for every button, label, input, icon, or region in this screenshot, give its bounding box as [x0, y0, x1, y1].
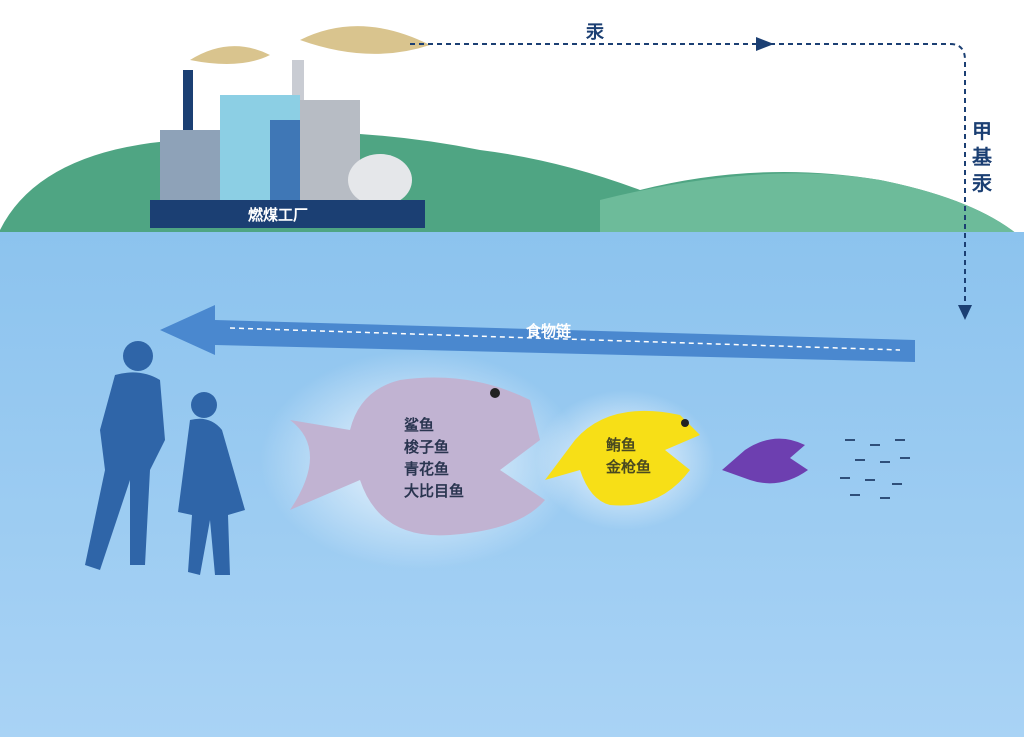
fish-name: 鲔鱼 [606, 436, 637, 454]
mercury-label: 汞 [586, 22, 604, 43]
plankton [840, 439, 910, 499]
small-fish [722, 438, 808, 484]
medium-fish-list: 鲔鱼 金枪鱼 [606, 434, 651, 478]
arrowhead-down-icon [958, 305, 972, 320]
food-chain-arrow [160, 305, 915, 362]
medium-fish [545, 410, 700, 506]
arrowhead-right-icon [756, 37, 774, 51]
methylmercury-label: 甲基汞 [972, 119, 992, 195]
dashed-mercury-path [410, 43, 966, 310]
food-chain-label: 食物链 [526, 322, 572, 340]
fish-name: 金枪鱼 [606, 458, 652, 476]
fish-name: 鲨鱼 [404, 416, 435, 434]
large-predator-fish [290, 377, 545, 536]
fish-name: 青花鱼 [404, 460, 450, 478]
fish-name: 大比目鱼 [404, 482, 465, 500]
coal-plant [150, 26, 430, 228]
large-fish-list: 鲨鱼 梭子鱼 青花鱼 大比目鱼 [404, 414, 464, 502]
coal-plant-label: 燃煤工厂 [248, 206, 309, 224]
fish-name: 梭子鱼 [404, 438, 450, 456]
people-silhouettes [85, 341, 245, 575]
